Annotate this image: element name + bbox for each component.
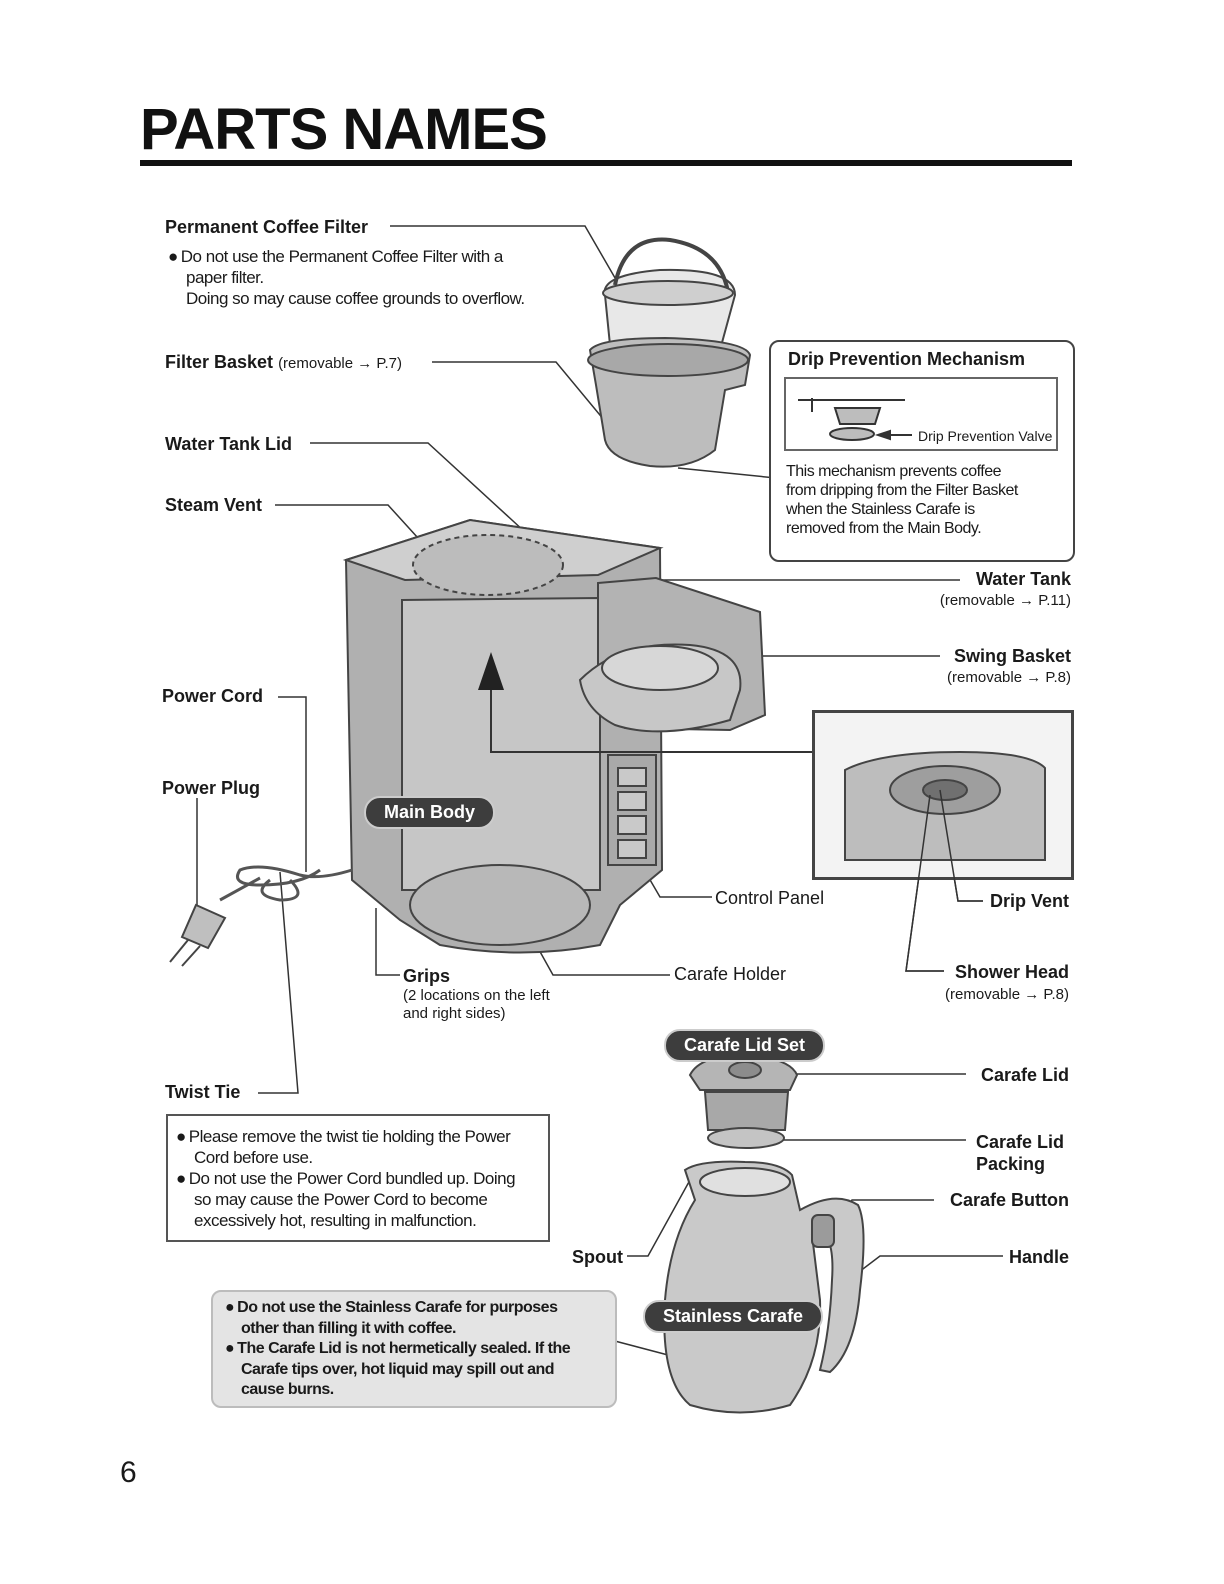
label-spout: Spout xyxy=(572,1247,623,1267)
label-stainless-carafe: Stainless Carafe xyxy=(643,1300,824,1333)
label-power-cord: Power Cord xyxy=(162,686,264,706)
water-tank-ref: (removable → P.11) xyxy=(939,592,1071,609)
grips-note: (2 locations on the left and right sides… xyxy=(403,987,550,1022)
label-water-tank: Water Tank xyxy=(975,569,1071,589)
drip-box-title: Drip Prevention Mechanism xyxy=(788,349,1026,369)
label-carafe-lid-packing: Carafe Lid Packing xyxy=(976,1132,1065,1174)
label-carafe-lid-set: Carafe Lid Set xyxy=(664,1029,826,1062)
drip-box-text: This mechanism prevents coffee from drip… xyxy=(786,463,1018,537)
label-drip-vent: Drip Vent xyxy=(989,891,1069,911)
label-handle: Handle xyxy=(1008,1247,1069,1267)
label-shower-head: Shower Head xyxy=(954,962,1069,982)
label-twist-tie: Twist Tie xyxy=(165,1082,241,1102)
permanent-filter-note: Do not use the Permanent Coffee Filter w… xyxy=(168,246,525,309)
label-main-body: Main Body xyxy=(364,796,496,829)
label-swing-basket: Swing Basket xyxy=(953,646,1071,666)
page-number: 6 xyxy=(120,1456,137,1489)
shower-head-ref: (removable → P.8) xyxy=(945,986,1069,1003)
drip-valve-label: Drip Prevention Valve xyxy=(918,428,1053,444)
label-power-plug: Power Plug xyxy=(162,778,261,798)
page-title: PARTS NAMES xyxy=(140,97,548,162)
label-filter-basket: Filter Basket (removable → P.7) xyxy=(165,352,403,372)
cord-notes-box xyxy=(166,1114,550,1242)
label-steam-vent: Steam Vent xyxy=(165,495,263,515)
label-carafe-lid: Carafe Lid xyxy=(980,1065,1069,1085)
label-control-panel: Control Panel xyxy=(715,888,825,908)
swing-basket-ref: (removable → P.8) xyxy=(947,669,1071,686)
label-carafe-button: Carafe Button xyxy=(949,1190,1069,1210)
cord-notes: Please remove the twist tie holding the … xyxy=(176,1126,516,1231)
label-permanent-filter: Permanent Coffee Filter xyxy=(165,217,369,237)
label-water-tank-lid: Water Tank Lid xyxy=(165,434,293,454)
title-rule xyxy=(140,160,1072,166)
label-carafe-holder: Carafe Holder xyxy=(674,964,787,984)
shower-head-inset xyxy=(812,710,1074,880)
label-grips: Grips xyxy=(403,966,451,986)
carafe-notes: Do not use the Stainless Carafe for purp… xyxy=(225,1298,570,1401)
